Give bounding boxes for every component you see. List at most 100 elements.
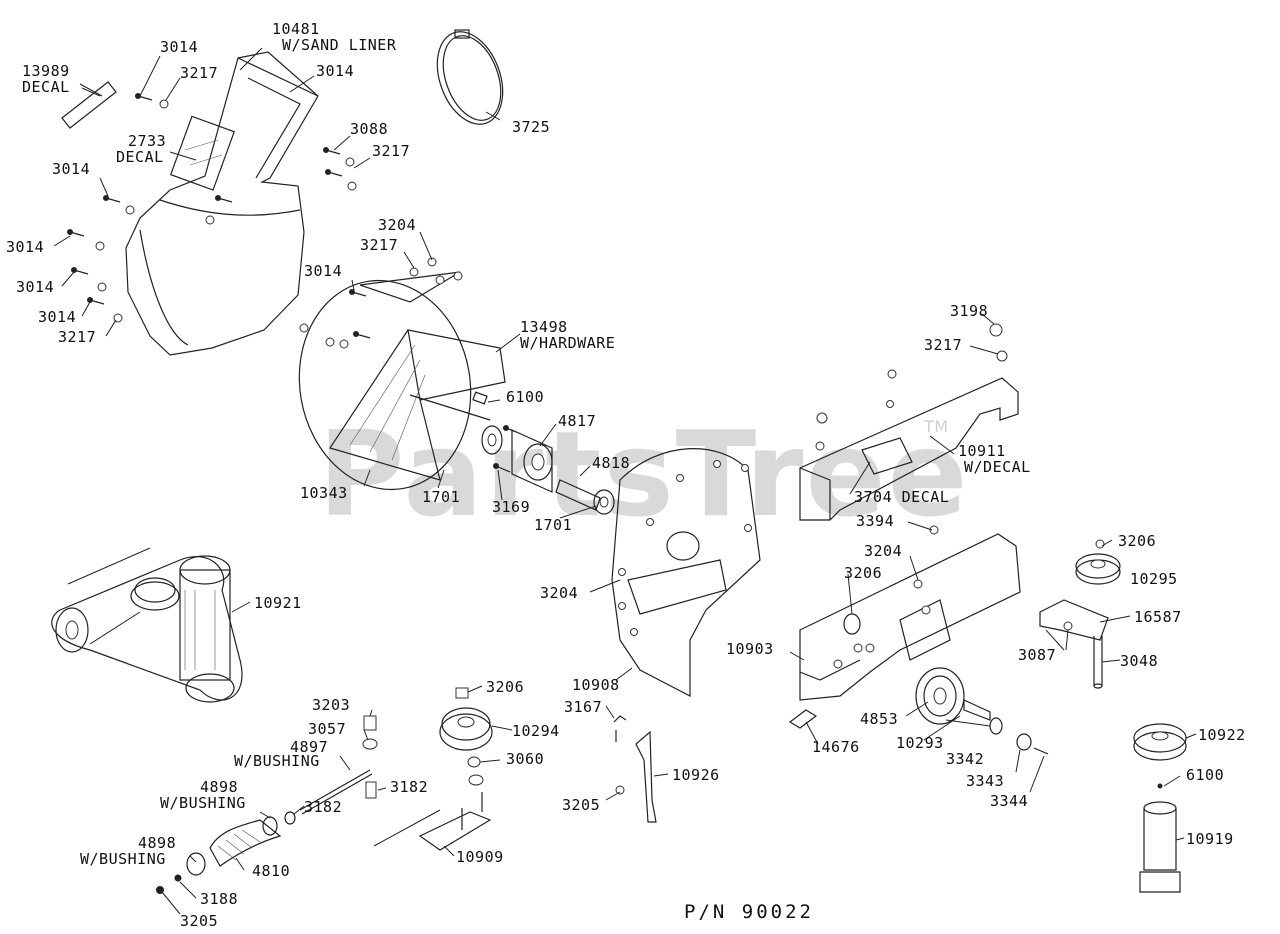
- label-3169: 3169: [492, 498, 530, 516]
- label-w-bushing-4897: W/BUSHING: [234, 752, 320, 770]
- spring-linkage: [156, 715, 378, 894]
- bracket-10926: [613, 715, 657, 823]
- label-3704-decal: 3704 DECAL: [854, 488, 949, 506]
- label-16587: 16587: [1134, 608, 1182, 626]
- label-4818: 4818: [592, 454, 630, 472]
- pulley-10294: [373, 687, 493, 851]
- label-3048: 3048: [1120, 652, 1158, 670]
- label-3217-d: 3217: [360, 236, 398, 254]
- label-10908: 10908: [572, 676, 620, 694]
- label-4817: 4817: [558, 412, 596, 430]
- label-3057: 3057: [308, 720, 346, 738]
- label-6100-b: 6100: [1186, 766, 1224, 784]
- label-3014-g: 3014: [304, 262, 342, 280]
- label-3217-e: 3217: [924, 336, 962, 354]
- label-3182-b: 3182: [304, 798, 342, 816]
- label-w-decal: W/DECAL: [964, 458, 1031, 476]
- label-4897: 4897: [290, 738, 328, 756]
- label-3342: 3342: [946, 750, 984, 768]
- label-2733: 2733: [128, 132, 166, 150]
- label-10922: 10922: [1198, 726, 1246, 744]
- label-13989: 13989: [22, 62, 70, 80]
- label-3014-e: 3014: [16, 278, 54, 296]
- label-3344: 3344: [990, 792, 1028, 810]
- label-w-bushing-4898-a: W/BUSHING: [160, 794, 246, 812]
- belt-arrows: [67, 547, 151, 645]
- label-3167: 3167: [564, 698, 602, 716]
- label-3014-a: 3014: [160, 38, 198, 56]
- label-3203: 3203: [312, 696, 350, 714]
- label-w-bushing-4898-b: W/BUSHING: [80, 850, 166, 868]
- label-3206-c: 3206: [486, 678, 524, 696]
- housing-bolts: [67, 93, 357, 323]
- label-4810: 4810: [252, 862, 290, 880]
- callout-labels: 13989 DECAL 3014 3217 10481 W/SAND LINER…: [6, 20, 1246, 930]
- label-3182-a: 3182: [390, 778, 428, 796]
- drive-pulley-10922: [1133, 723, 1187, 893]
- label-3217-c: 3217: [372, 142, 410, 160]
- label-3087: 3087: [1018, 646, 1056, 664]
- label-6100-a: 6100: [506, 388, 544, 406]
- label-3205-a: 3205: [562, 796, 600, 814]
- label-10481: 10481: [272, 20, 320, 38]
- label-10921: 10921: [254, 594, 302, 612]
- part-number: P/N 90022: [684, 901, 814, 923]
- label-4898-b: 4898: [138, 834, 176, 852]
- label-decal-13989: DECAL: [22, 78, 70, 96]
- label-3204-c: 3204: [540, 584, 578, 602]
- label-3204-a: 3204: [378, 216, 416, 234]
- base-bracket-10903: [799, 525, 1021, 701]
- belt-drive-10921: [51, 555, 243, 703]
- decal-13989: [61, 81, 117, 129]
- label-10903: 10903: [726, 640, 774, 658]
- label-3204-b: 3204: [864, 542, 902, 560]
- label-10293: 10293: [896, 734, 944, 752]
- label-3217-b: 3217: [58, 328, 96, 346]
- impeller-assembly: [298, 271, 506, 491]
- label-3725: 3725: [512, 118, 550, 136]
- label-10295: 10295: [1130, 570, 1178, 588]
- watermark-tm: TM: [923, 417, 949, 436]
- label-10343: 10343: [300, 484, 348, 502]
- label-decal-2733: DECAL: [116, 148, 164, 166]
- label-3198: 3198: [950, 302, 988, 320]
- label-10294: 10294: [512, 722, 560, 740]
- top-cover-10911: [799, 323, 1019, 521]
- label-10909: 10909: [456, 848, 504, 866]
- label-3014-f: 3014: [38, 308, 76, 326]
- label-3188: 3188: [200, 890, 238, 908]
- leader-lines: [53, 47, 1197, 915]
- label-3014-b: 3014: [316, 62, 354, 80]
- label-3088: 3088: [350, 120, 388, 138]
- label-3014-c: 3014: [52, 160, 90, 178]
- label-3206-b: 3206: [1118, 532, 1156, 550]
- discharge-housing: [125, 51, 319, 356]
- idler-assembly: [1039, 539, 1121, 689]
- label-3205-b: 3205: [180, 912, 218, 930]
- clip-14676: [788, 709, 818, 729]
- label-10919: 10919: [1186, 830, 1234, 848]
- label-4853: 4853: [860, 710, 898, 728]
- label-w-sand-liner: W/SAND LINER: [282, 36, 397, 54]
- label-3060: 3060: [506, 750, 544, 768]
- label-1701-b: 1701: [534, 516, 572, 534]
- impeller-hardware: [299, 257, 463, 349]
- label-10926: 10926: [672, 766, 720, 784]
- label-10911: 10911: [958, 442, 1006, 460]
- label-4898-a: 4898: [200, 778, 238, 796]
- label-3343: 3343: [966, 772, 1004, 790]
- label-3217-a: 3217: [180, 64, 218, 82]
- label-3206-a: 3206: [844, 564, 882, 582]
- label-3394: 3394: [856, 512, 894, 530]
- label-3014-d: 3014: [6, 238, 44, 256]
- label-1701-a: 1701: [422, 488, 460, 506]
- watermark: PartsTree: [318, 405, 970, 543]
- mounting-plate-10908: [611, 448, 761, 697]
- bearing-assembly: [481, 425, 615, 515]
- pulley-4853: [915, 667, 1049, 755]
- label-13498: 13498: [520, 318, 568, 336]
- label-14676: 14676: [812, 738, 860, 756]
- label-w-hardware: W/HARDWARE: [520, 334, 615, 352]
- band-clamp-3725: [436, 29, 504, 125]
